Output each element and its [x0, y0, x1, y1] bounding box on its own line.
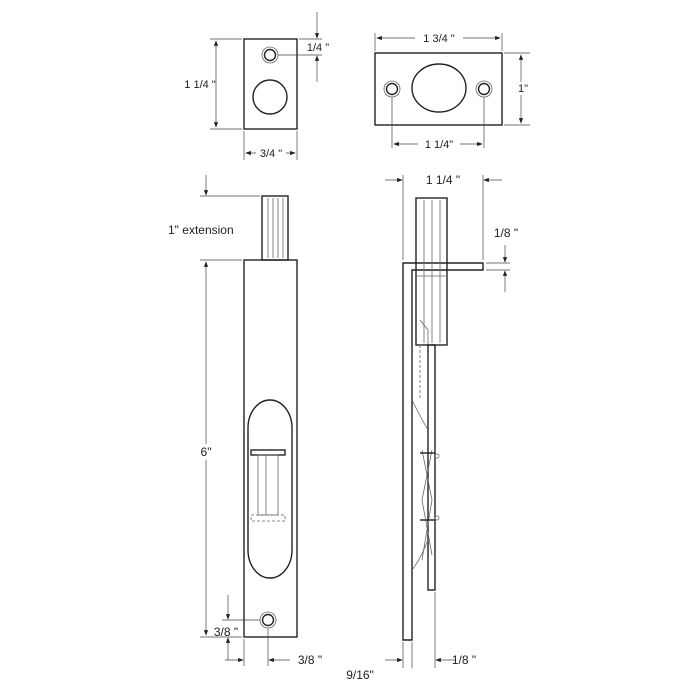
lever-top — [250, 449, 286, 456]
hole-from-bottom-label: 3/8 " — [214, 625, 238, 639]
rod-offset-label: 1/8 " — [452, 653, 476, 667]
faceplate-screw-hole — [261, 613, 275, 627]
oval-hole — [411, 63, 467, 113]
side-view: 1 1/4 " 1/8 " 9/16" 1/8 " — [346, 173, 518, 682]
strike-plate — [243, 38, 298, 130]
strike-height-label: 1 1/4 " — [184, 79, 216, 91]
dust-width-label: 1 3/4 " — [423, 33, 455, 45]
bolt-extension — [261, 195, 289, 261]
hole-from-side-label: 3/8 " — [298, 653, 322, 667]
hole-offset-label: 1/4 " — [307, 42, 329, 54]
lever-recess — [247, 399, 293, 579]
bolt-body — [415, 197, 448, 346]
lever-body — [257, 454, 279, 516]
bolt-hole — [252, 79, 288, 115]
dust-plate-view: 1 3/4 " 1" 1 1/4" — [374, 31, 530, 151]
screw-hole-right — [477, 82, 491, 96]
dust-height-label: 1" — [518, 83, 528, 95]
strike-plate-view: 1 1/4 " 3/4 " 1/4 " — [184, 12, 329, 160]
front-view: 1" extension 6" 3/8 " 3/8 " — [168, 175, 322, 667]
extension-label: 1" extension — [168, 223, 234, 237]
bolt-rod — [427, 344, 436, 591]
depth-label: 9/16" — [346, 668, 374, 682]
faceplate-flange — [402, 262, 484, 641]
strike-width-label: 3/4 " — [260, 148, 282, 160]
length-label: 6" — [201, 445, 212, 459]
flange-width-label: 1 1/4 " — [426, 173, 460, 187]
hole-spacing-label: 1 1/4" — [425, 139, 453, 151]
dust-plate — [374, 52, 503, 126]
flange-thickness-label: 1/8 " — [494, 226, 518, 240]
screw-hole — [263, 48, 277, 62]
bolt-faceplate — [243, 259, 298, 638]
screw-hole-left — [385, 82, 399, 96]
